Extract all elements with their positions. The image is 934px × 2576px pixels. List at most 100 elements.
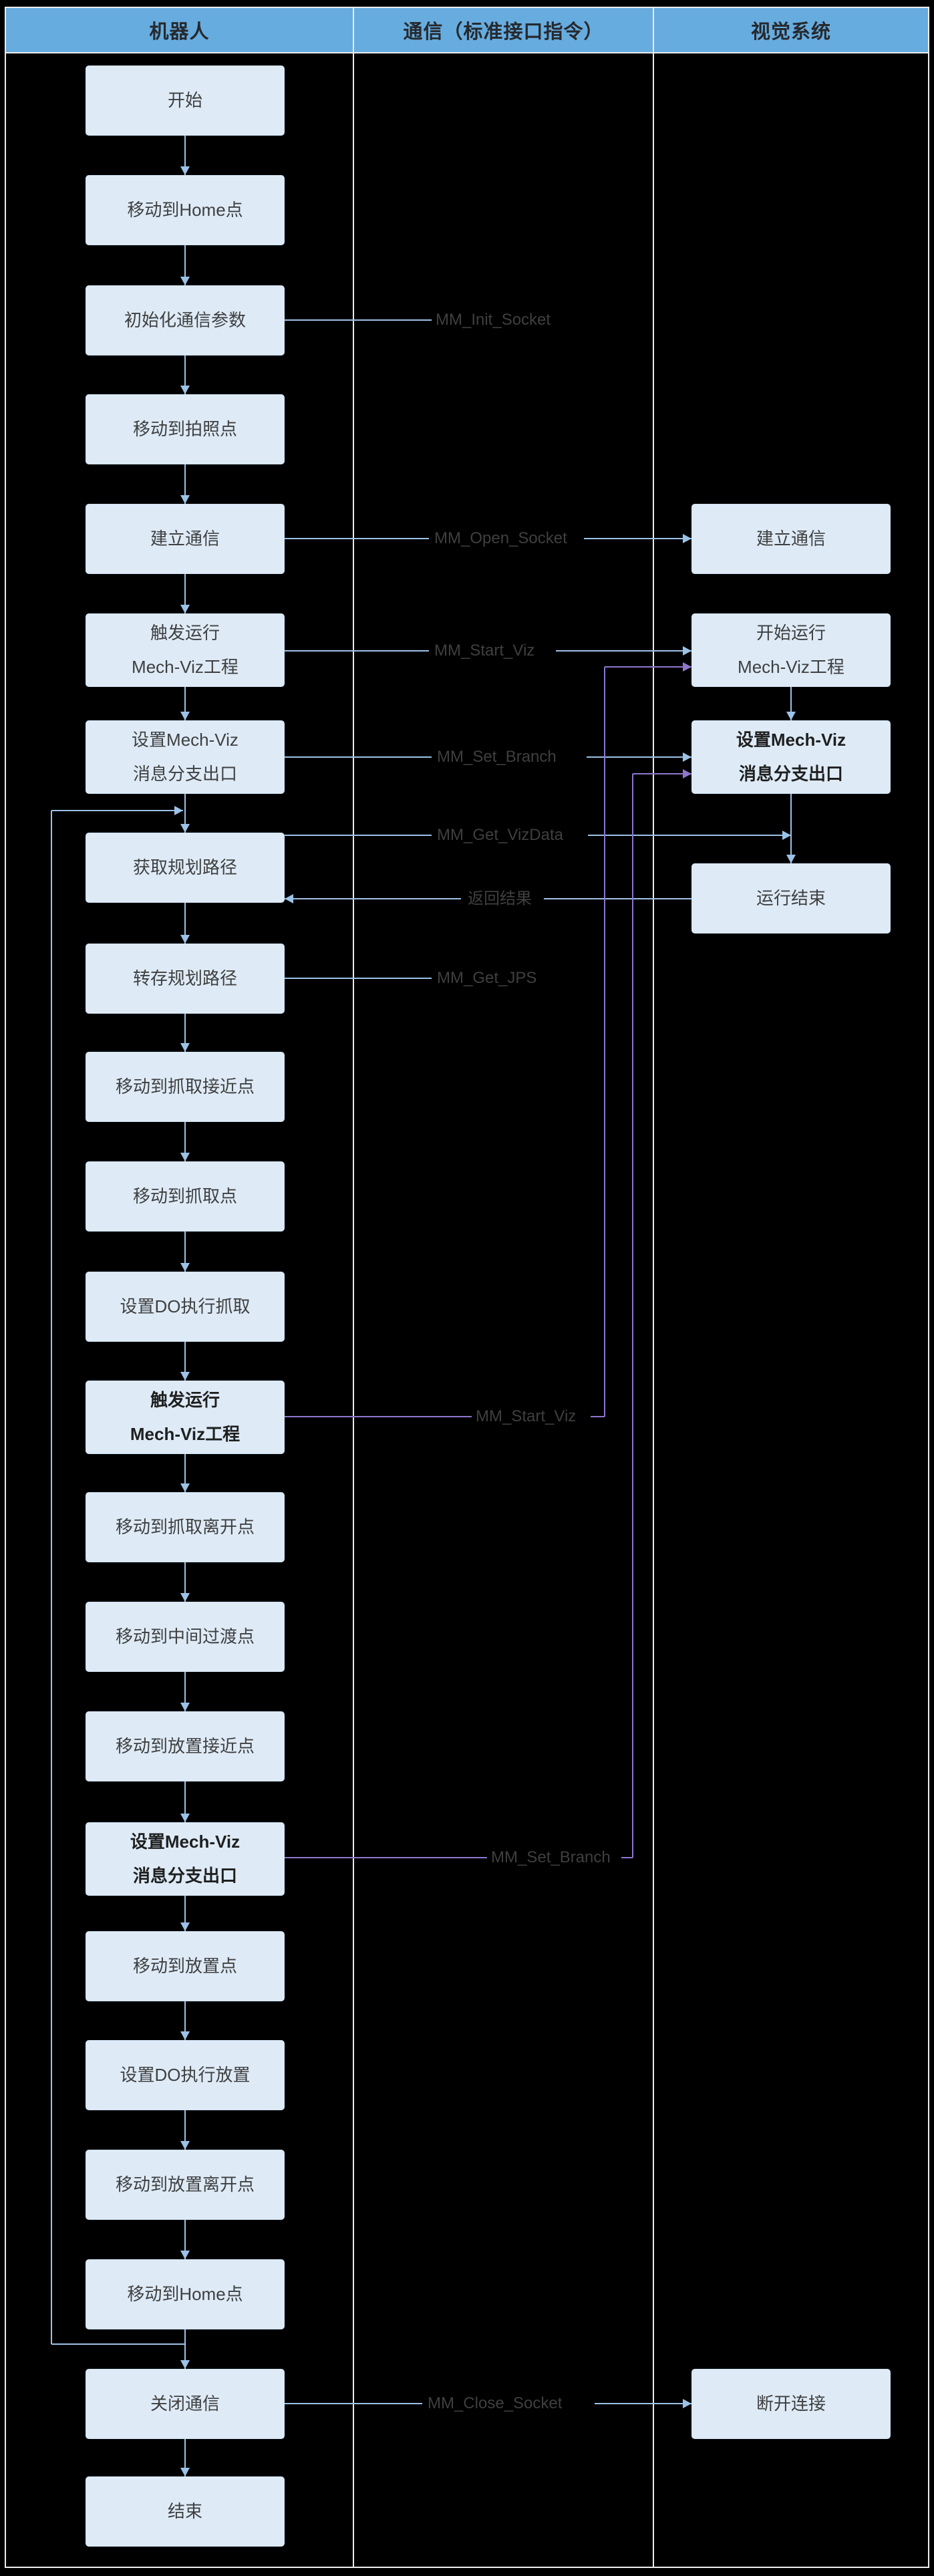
line-return-result-left-segment [285, 898, 461, 899]
flow-r20-arrowhead-icon [180, 2251, 190, 2259]
line-set-branch2-right-segment [632, 774, 633, 1858]
line-start-viz1-right-arrowhead-icon [683, 646, 691, 656]
line-close-socket-right-segment [595, 2403, 691, 2404]
flow-node-init-comm-params: 初始化通信参数 [86, 285, 285, 355]
flow-node-save-path-label: 转存规划路径 [132, 968, 237, 989]
flow-node-close-comm: 关闭通信 [86, 2369, 285, 2439]
flow-r5-segment [184, 574, 186, 613]
flow-node-move-place-approach-label: 移动到放置接近点 [115, 1736, 255, 1757]
line-set-branch1-left-segment [285, 756, 432, 758]
flow-node-move-mid-transition: 移动到中间过渡点 [86, 1602, 285, 1672]
flow-node-v-disconnect-label: 断开连接 [756, 2394, 826, 2414]
flow-r10-arrowhead-icon [180, 1153, 190, 1161]
flow-node-v-set-branch-label: 消息分支出口 [738, 764, 843, 784]
flow-node-trigger-viz-1-label: Mech-Viz工程 [132, 657, 239, 677]
flow-node-move-pick-approach: 移动到抓取接近点 [86, 1052, 285, 1122]
flow-v1-segment [790, 687, 792, 720]
line-get-vizdata-left-segment [285, 835, 432, 836]
flow-node-move-home-2-label: 移动到Home点 [127, 2284, 243, 2305]
line-set-branch1-right-segment [587, 756, 691, 758]
flow-node-move-place: 移动到放置点 [86, 1931, 285, 2001]
column-header-vision-label: 视觉系统 [750, 21, 831, 43]
column-header-comm: 通信（标准接口指令） [354, 8, 653, 52]
flow-r10-segment [184, 1122, 186, 1161]
flow-node-move-mid-transition-label: 移动到中间过渡点 [115, 1626, 255, 1647]
line-start-viz2-right-segment [604, 667, 605, 1417]
line-get-jps-segment [285, 978, 432, 979]
flow-r22-segment [184, 2439, 186, 2476]
flow-node-move-place-leave-label: 移动到放置离开点 [115, 2174, 255, 2195]
frame-right-border [928, 7, 929, 2568]
flow-r7-arrowhead-icon [180, 824, 190, 833]
line-start-viz2-right-segment [605, 666, 691, 668]
flow-node-move-home-1: 移动到Home点 [86, 175, 285, 245]
comm-label-mm-init-socket: MM_Init_Socket [436, 311, 551, 329]
flow-node-trigger-viz-1-label: 触发运行 [150, 623, 220, 643]
flow-node-v-run-end: 运行结束 [691, 863, 891, 934]
flow-node-v-disconnect: 断开连接 [691, 2369, 891, 2439]
flow-node-get-path-label: 获取规划路径 [132, 857, 237, 878]
loop-back-segment [51, 2343, 185, 2345]
flow-node-do-pick-label: 设置DO执行抓取 [120, 1296, 251, 1317]
flow-r14-arrowhead-icon [180, 1593, 190, 1602]
comm-label-mm-start-viz-2: MM_Start_Viz [476, 1407, 577, 1425]
comm-label-return-result: 返回结果 [468, 889, 532, 908]
line-set-branch2-right-segment [621, 1857, 633, 1858]
flow-node-move-place-label: 移动到放置点 [132, 1956, 237, 1977]
flow-r5-arrowhead-icon [180, 605, 190, 613]
flow-v2-arrowhead-icon [786, 855, 796, 863]
flow-r18-segment [184, 2001, 186, 2040]
comm-label-mm-set-branch-1: MM_Set_Branch [437, 748, 557, 766]
flow-r15-segment [184, 1672, 186, 1711]
flow-node-move-place-leave: 移动到放置离开点 [86, 2150, 285, 2220]
flow-r1-segment [184, 136, 186, 175]
flow-node-move-pick-leave-label: 移动到抓取离开点 [115, 1517, 255, 1538]
flow-r7-segment [184, 794, 186, 833]
frame-top-border [5, 7, 929, 8]
line-start-viz1-right-segment [556, 650, 691, 652]
frame-left-border [5, 7, 6, 2568]
flow-v2-segment [790, 794, 792, 863]
flow-r2-arrowhead-icon [180, 277, 190, 285]
comm-label-mm-start-viz-1: MM_Start_Viz [434, 641, 535, 660]
flow-node-end-label: 结束 [167, 2501, 202, 2522]
loop-back-segment [51, 810, 183, 811]
flow-node-v-establish-comm-label: 建立通信 [756, 529, 826, 549]
flow-r19-segment [184, 2110, 186, 2150]
line-return-result-right-segment [544, 898, 691, 899]
line-set-branch2-right-arrowhead-icon [683, 769, 691, 778]
flow-r9-arrowhead-icon [180, 1043, 190, 1052]
flow-node-v-establish-comm: 建立通信 [691, 504, 891, 574]
comm-label-mm-get-jps: MM_Get_JPS [437, 969, 537, 987]
comm-label-mm-open-socket: MM_Open_Socket [434, 529, 567, 547]
flow-node-move-pick: 移动到抓取点 [86, 1161, 285, 1232]
comm-label-mm-close-socket: MM_Close_Socket [428, 2394, 563, 2412]
line-start-viz2-left-segment [285, 1416, 472, 1417]
flow-r12-segment [184, 1342, 186, 1381]
line-start-viz1-left-segment [285, 650, 429, 652]
flow-node-set-branch-1-label: 设置Mech-Viz [132, 730, 239, 750]
flow-r3-arrowhead-icon [180, 386, 190, 394]
comm-label-mm-set-branch-2: MM_Set_Branch [491, 1848, 611, 1866]
line-get-vizdata-right-arrowhead-icon [782, 831, 791, 840]
flow-r11-arrowhead-icon [180, 1263, 190, 1272]
column-header-comm-label: 通信（标准接口指令） [403, 21, 604, 43]
flow-node-move-home-1-label: 移动到Home点 [127, 200, 243, 221]
flow-r22-arrowhead-icon [180, 2468, 190, 2476]
loop-back-segment [51, 811, 52, 2344]
flow-node-save-path: 转存规划路径 [86, 944, 285, 1014]
flow-r4-segment [184, 464, 186, 504]
flow-node-end: 结束 [86, 2476, 285, 2547]
flow-r9-segment [184, 1014, 186, 1052]
flow-node-v-start-viz-label: 开始运行 [756, 623, 826, 643]
flow-node-get-path: 获取规划路径 [86, 833, 285, 903]
flow-node-do-pick: 设置DO执行抓取 [86, 1272, 285, 1342]
flow-r15-arrowhead-icon [180, 1703, 190, 1711]
flow-node-set-branch-2-label: 设置Mech-Viz [130, 1832, 241, 1852]
flow-r3-segment [184, 355, 186, 394]
line-set-branch2-left-segment [285, 1857, 487, 1858]
flow-node-start-label: 开始 [167, 90, 202, 111]
flow-r18-arrowhead-icon [180, 2031, 190, 2040]
flow-node-trigger-viz-1: 触发运行 Mech-Viz工程 [86, 613, 285, 687]
